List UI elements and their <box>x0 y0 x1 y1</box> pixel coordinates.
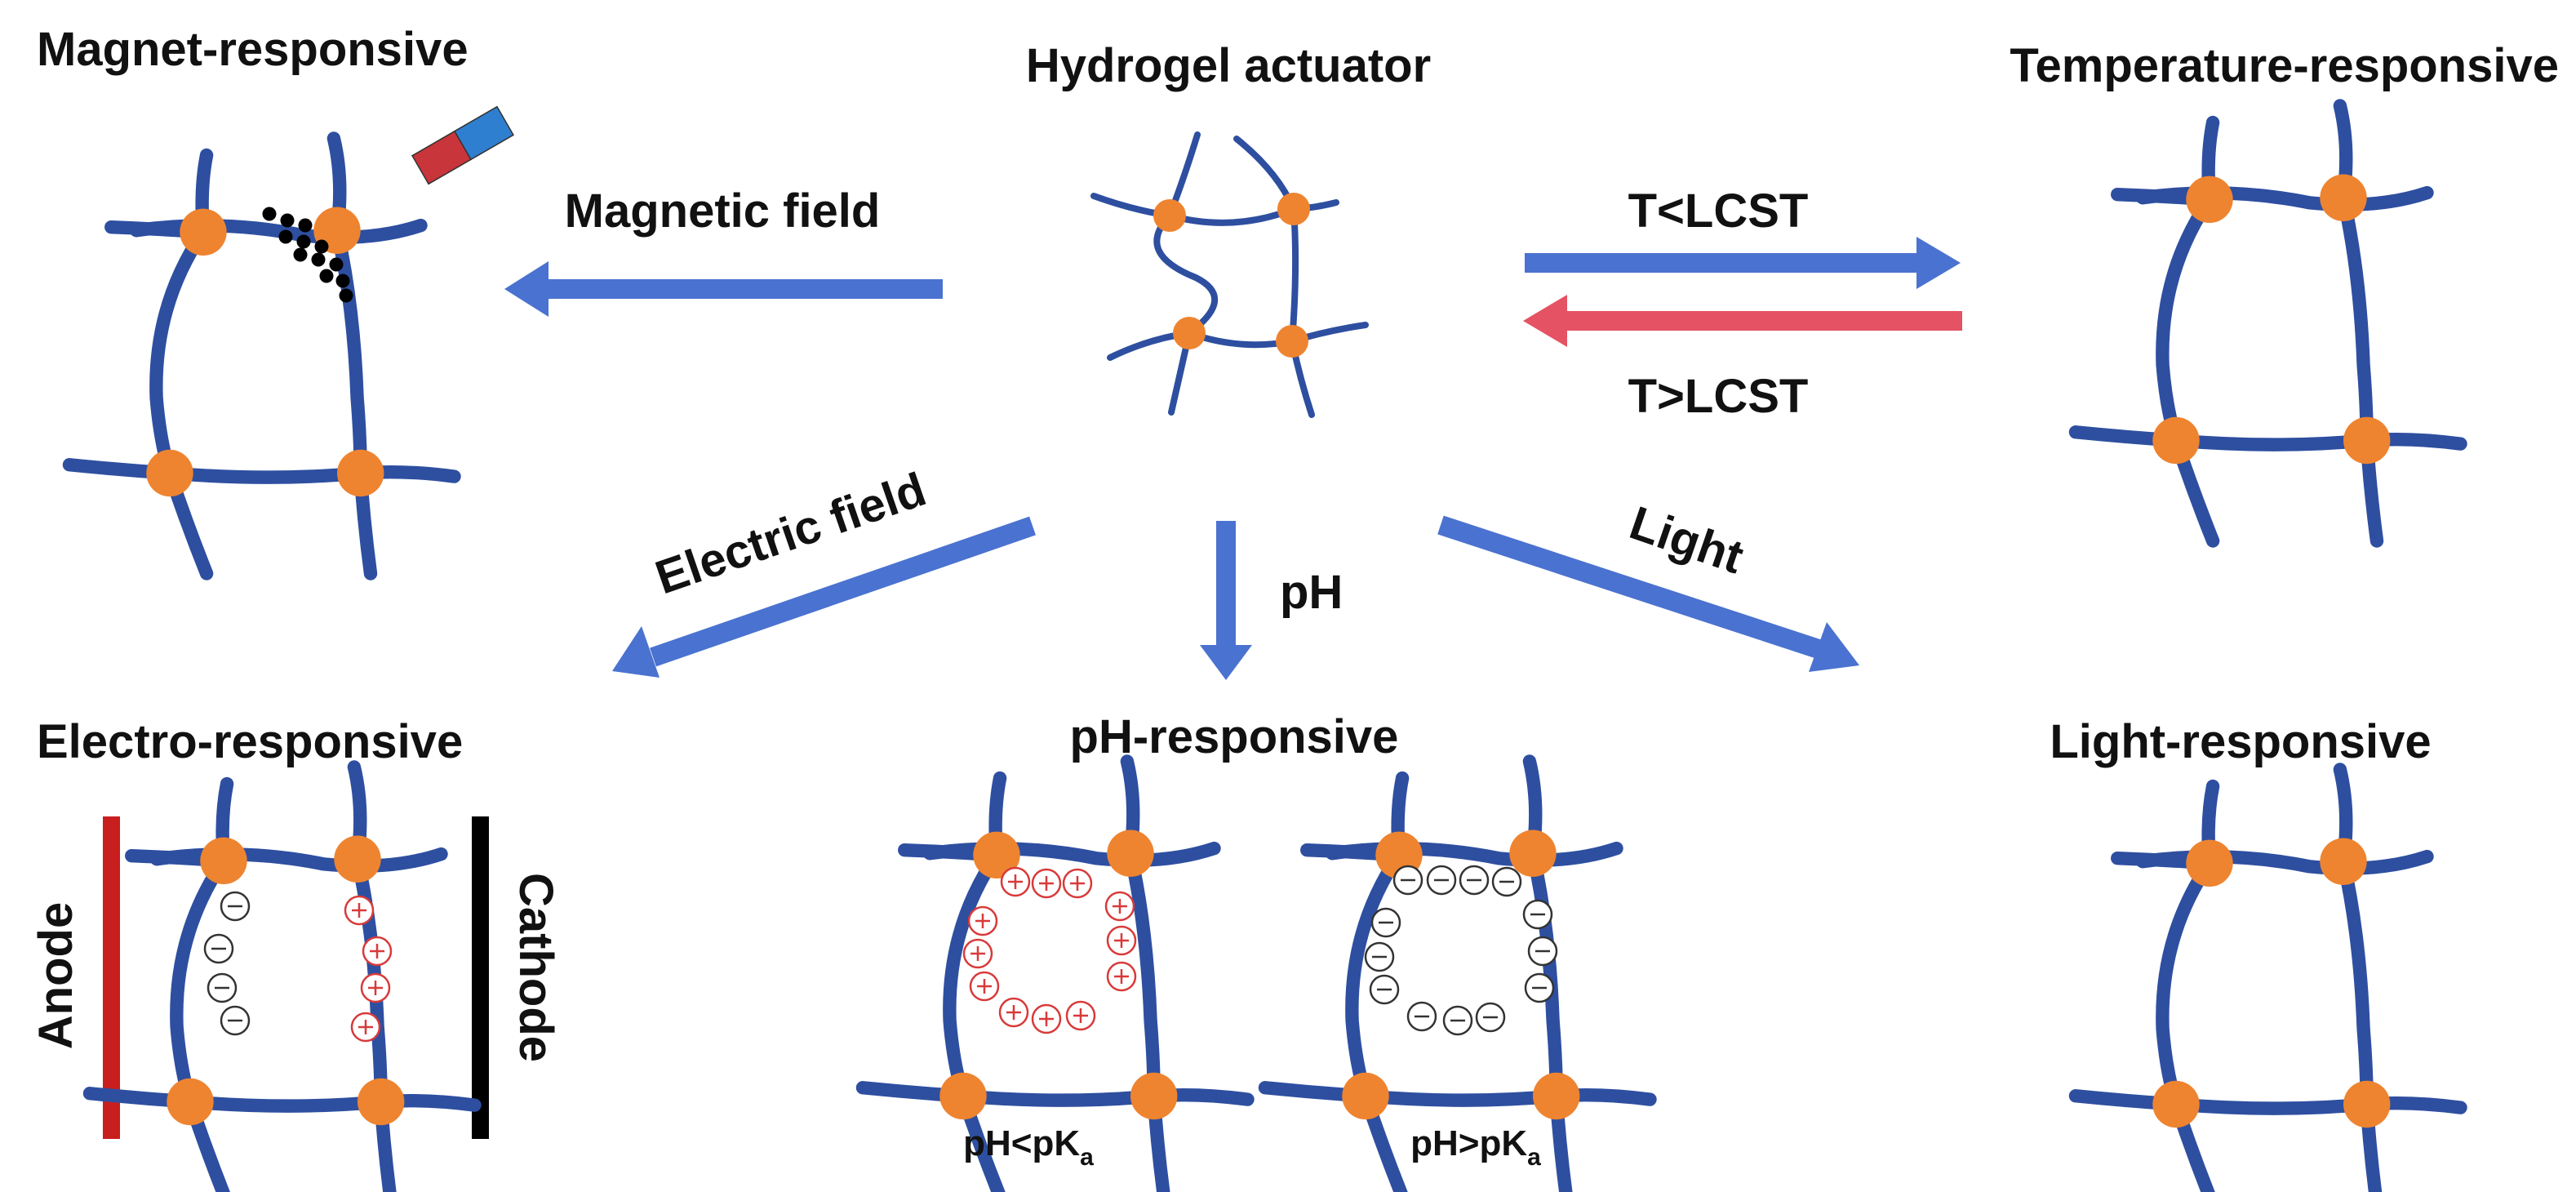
anode-electrode-bar <box>103 816 120 1139</box>
title-light-responsive: Light-responsive <box>2050 715 2431 768</box>
t-above-lcst-arrow <box>1523 295 1962 347</box>
temperature-responsive-network <box>2076 106 2461 541</box>
ph-high-label: pH>pKa <box>1410 1123 1541 1171</box>
light-arrow <box>1437 515 1859 672</box>
ph-arrow-label: pH <box>1280 566 1343 619</box>
cathode-label: Cathode <box>509 873 562 1062</box>
t-above-lcst-label: T>LCST <box>1628 370 1809 423</box>
anode-label: Anode <box>29 902 82 1049</box>
magnetic-field-label: Magnetic field <box>565 185 881 238</box>
title-magnet-responsive: Magnet-responsive <box>37 23 469 76</box>
bar-magnet-icon <box>411 105 514 185</box>
title-hydrogel-actuator: Hydrogel actuator <box>1026 39 1431 92</box>
t-below-lcst-label: T<LCST <box>1628 185 1809 238</box>
crosslink-node <box>1277 193 1310 225</box>
electro-responsive-network <box>90 767 475 1192</box>
hydrogel-actuator-network <box>1090 131 1369 418</box>
t-below-lcst-arrow <box>1525 237 1961 289</box>
light-arrow-label: Light <box>1623 496 1750 585</box>
negative-charges <box>1364 865 1558 1036</box>
light-responsive-network <box>2076 770 2461 1192</box>
title-ph-responsive: pH-responsive <box>1070 710 1399 763</box>
crosslink-node <box>1153 199 1186 232</box>
electric-field-arrow <box>612 516 1036 678</box>
cathode-electrode-bar <box>472 816 489 1139</box>
ph-arrow <box>1200 521 1252 680</box>
magnetic-particle-dots <box>262 207 353 303</box>
title-electro-responsive: Electro-responsive <box>37 715 463 768</box>
negative-charges <box>203 891 251 1036</box>
title-temperature-responsive: Temperature-responsive <box>2010 39 2559 92</box>
magnetic-field-arrow <box>504 261 943 317</box>
crosslink-node <box>1173 317 1206 349</box>
magnet-responsive-network <box>69 139 455 574</box>
positive-charges <box>962 866 1137 1034</box>
ph-low-label: pH<pKa <box>963 1123 1094 1171</box>
crosslink-node <box>1276 325 1308 358</box>
